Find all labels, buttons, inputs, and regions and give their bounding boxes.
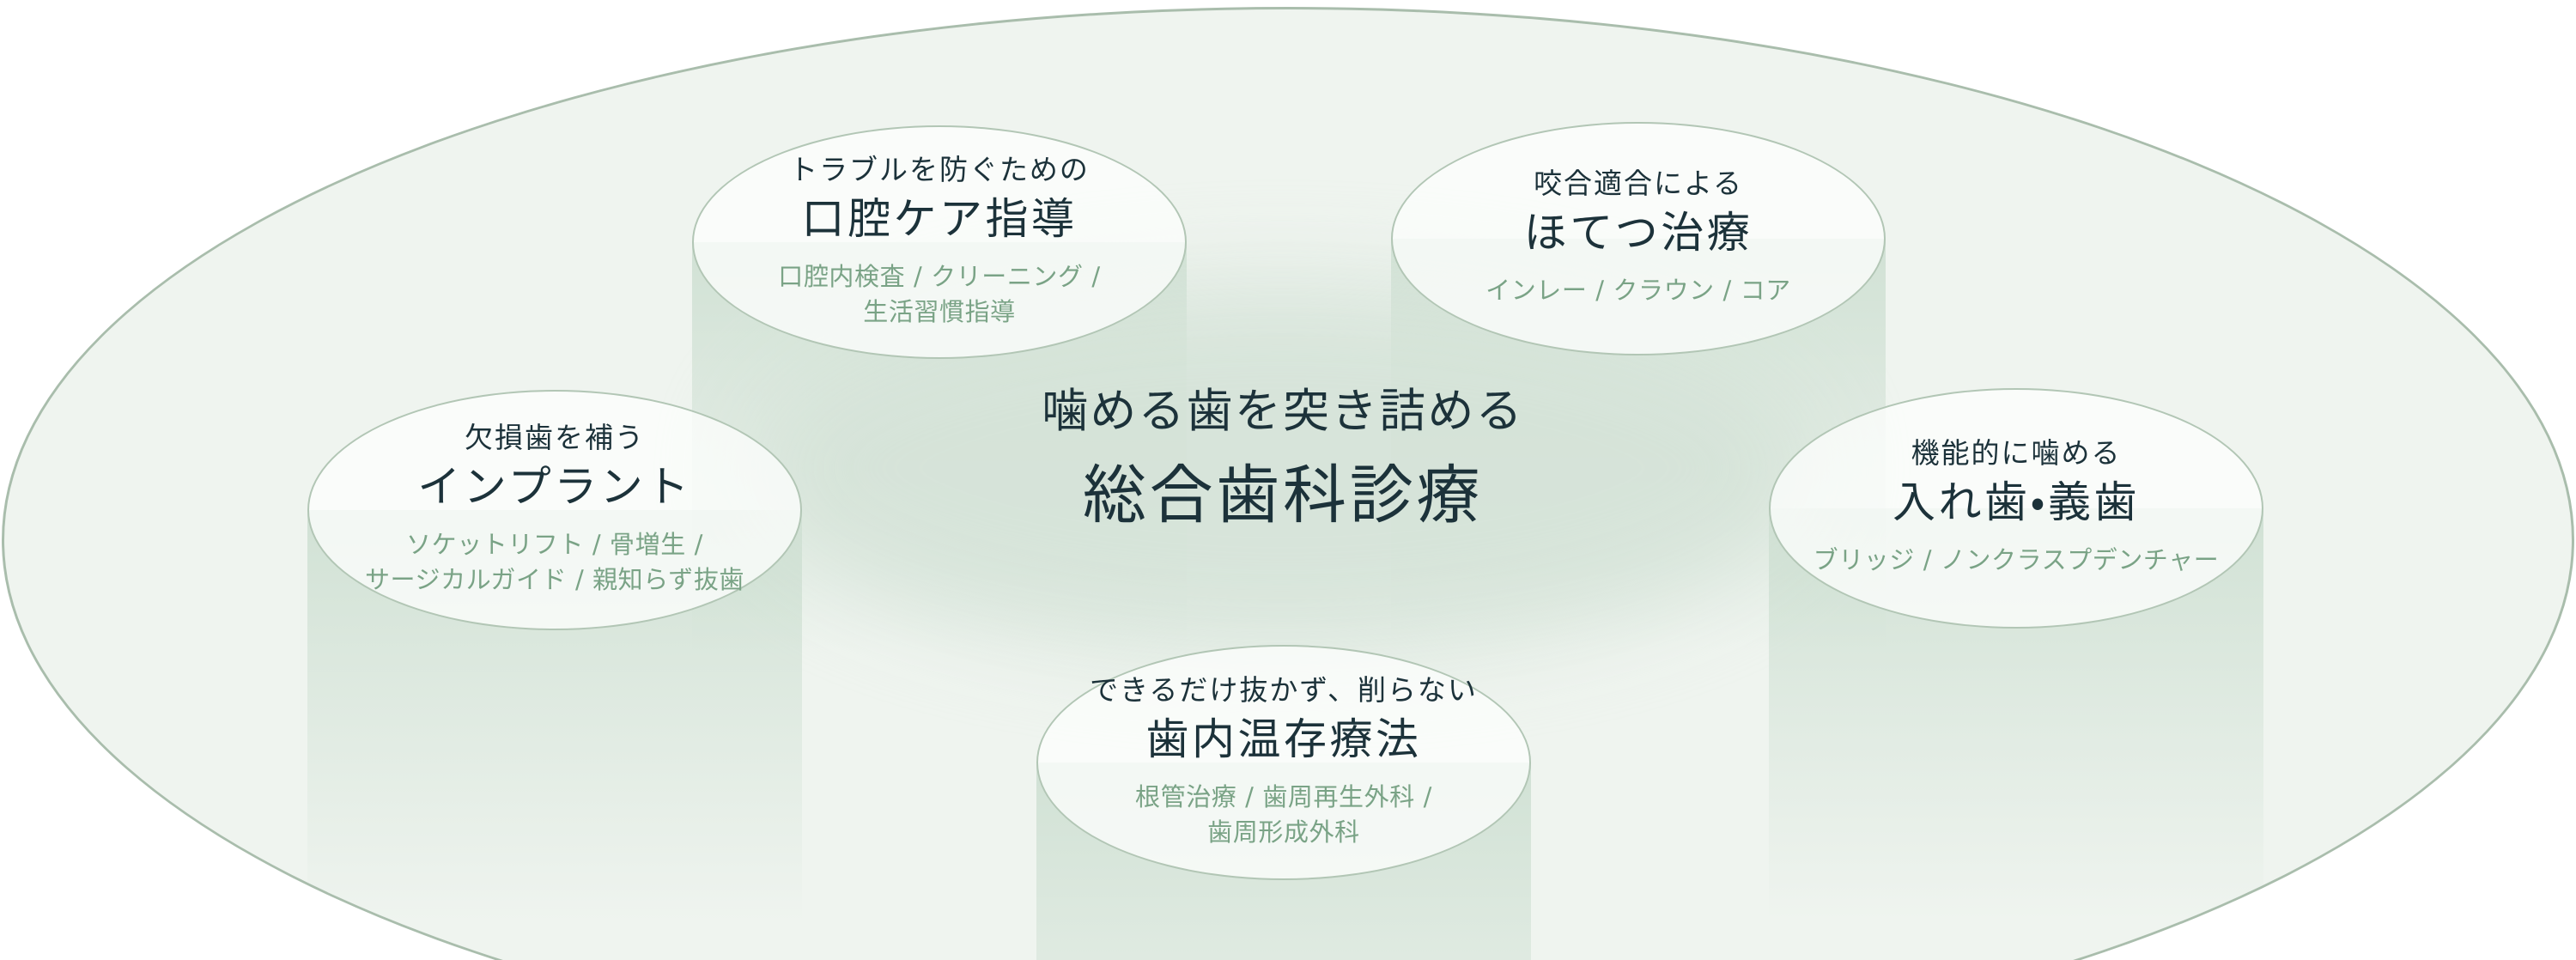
- node-subtitle-line: サージカルガイド / 親知らず抜歯: [364, 564, 745, 594]
- node-title: 歯内温存療法: [1145, 714, 1422, 764]
- node-subtitle-line: 口腔内検査 / クリーニング /: [778, 261, 1101, 291]
- node-subtitle-line: 歯周形成外科: [1207, 817, 1360, 847]
- node-subtitle: ソケットリフト / 骨増生 / サージカルガイド / 親知らず抜歯: [365, 527, 744, 597]
- node-tagline: できるだけ抜かず、削らない: [1090, 672, 1478, 707]
- node-subtitle-line: ブリッジ / ノンクラスプデンチャー: [1813, 545, 2220, 575]
- node-tagline: 欠損歯を補う: [465, 420, 645, 454]
- center-title: 総合歯科診療: [1082, 459, 1484, 532]
- node-title: インプラント: [417, 461, 692, 512]
- node-subtitle-line: 生活習慣指導: [863, 296, 1016, 326]
- node-subtitle: 口腔内検査 / クリーニング / 生活習慣指導: [778, 259, 1100, 329]
- node-subtitle-line: ソケットリフト / 骨増生 /: [406, 529, 703, 559]
- node-subtitle: 根管治療 / 歯周再生外科 / 歯周形成外科: [1135, 780, 1432, 849]
- node-denture: 機能的に噛める 入れ歯・義歯 ブリッジ / ノンクラスプデンチャー: [1769, 388, 2263, 629]
- node-subtitle: ブリッジ / ノンクラスプデンチャー: [1814, 543, 2220, 578]
- center-tagline: 噛める歯を突き詰める: [1042, 384, 1524, 438]
- node-tagline: 機能的に噛める: [1911, 436, 2122, 471]
- node-subtitle-line: 根管治療 / 歯周再生外科 /: [1135, 781, 1432, 811]
- node-title: 入れ歯・義歯: [1893, 477, 2140, 528]
- node-title: ほてつ治療: [1523, 208, 1753, 258]
- node-tagline: 咬合適合による: [1534, 167, 1743, 201]
- node-prosthetic-treatment: 咬合適合による ほてつ治療 インレー / クラウン / コア: [1391, 122, 1886, 355]
- node-tagline: トラブルを防ぐための: [789, 152, 1090, 186]
- node-title: 口腔ケア指導: [801, 193, 1078, 244]
- node-subtitle: インレー / クラウン / コア: [1485, 273, 1791, 308]
- node-oral-care-guidance: トラブルを防ぐための 口腔ケア指導 口腔内検査 / クリーニング / 生活習慣指…: [692, 125, 1187, 359]
- node-tooth-preservation-therapy: できるだけ抜かず、削らない 歯内温存療法 根管治療 / 歯周再生外科 / 歯周形…: [1036, 645, 1531, 880]
- center-heading: 噛める歯を突き詰める 総合歯科診療: [768, 384, 1798, 532]
- node-subtitle-line: インレー / クラウン / コア: [1485, 276, 1791, 306]
- node-implant: 欠損歯を補う インプラント ソケットリフト / 骨増生 / サージカルガイド /…: [307, 390, 802, 630]
